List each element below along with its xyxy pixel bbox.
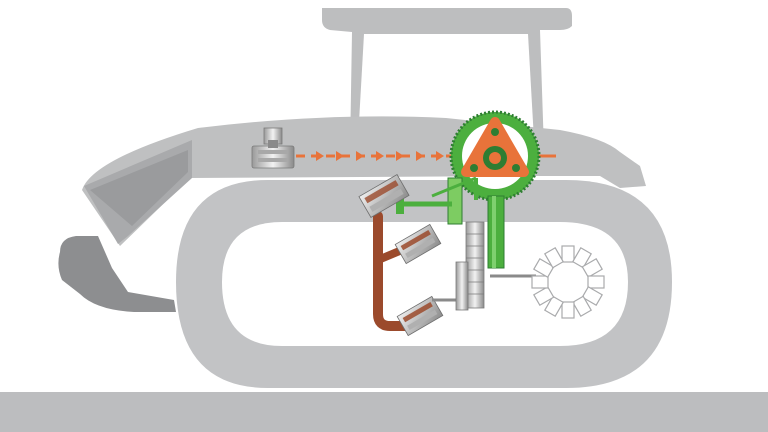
ground-strip (0, 392, 768, 432)
engine-power-flow (296, 151, 556, 161)
hydraulic-line-branch (374, 246, 406, 264)
engine-piston-icon (251, 127, 295, 169)
hydraulic-pump-icon (358, 174, 410, 218)
hydraulic-motor-icon-lower (396, 295, 444, 337)
front-weight (58, 236, 176, 312)
planetary-gearset-icon (449, 110, 541, 202)
hydraulic-motor-icon (394, 223, 442, 265)
track-loop (176, 180, 672, 388)
spur-gear-icon (455, 221, 485, 311)
hydraulic-line (373, 211, 417, 331)
drive-sprocket-icon (531, 245, 605, 319)
